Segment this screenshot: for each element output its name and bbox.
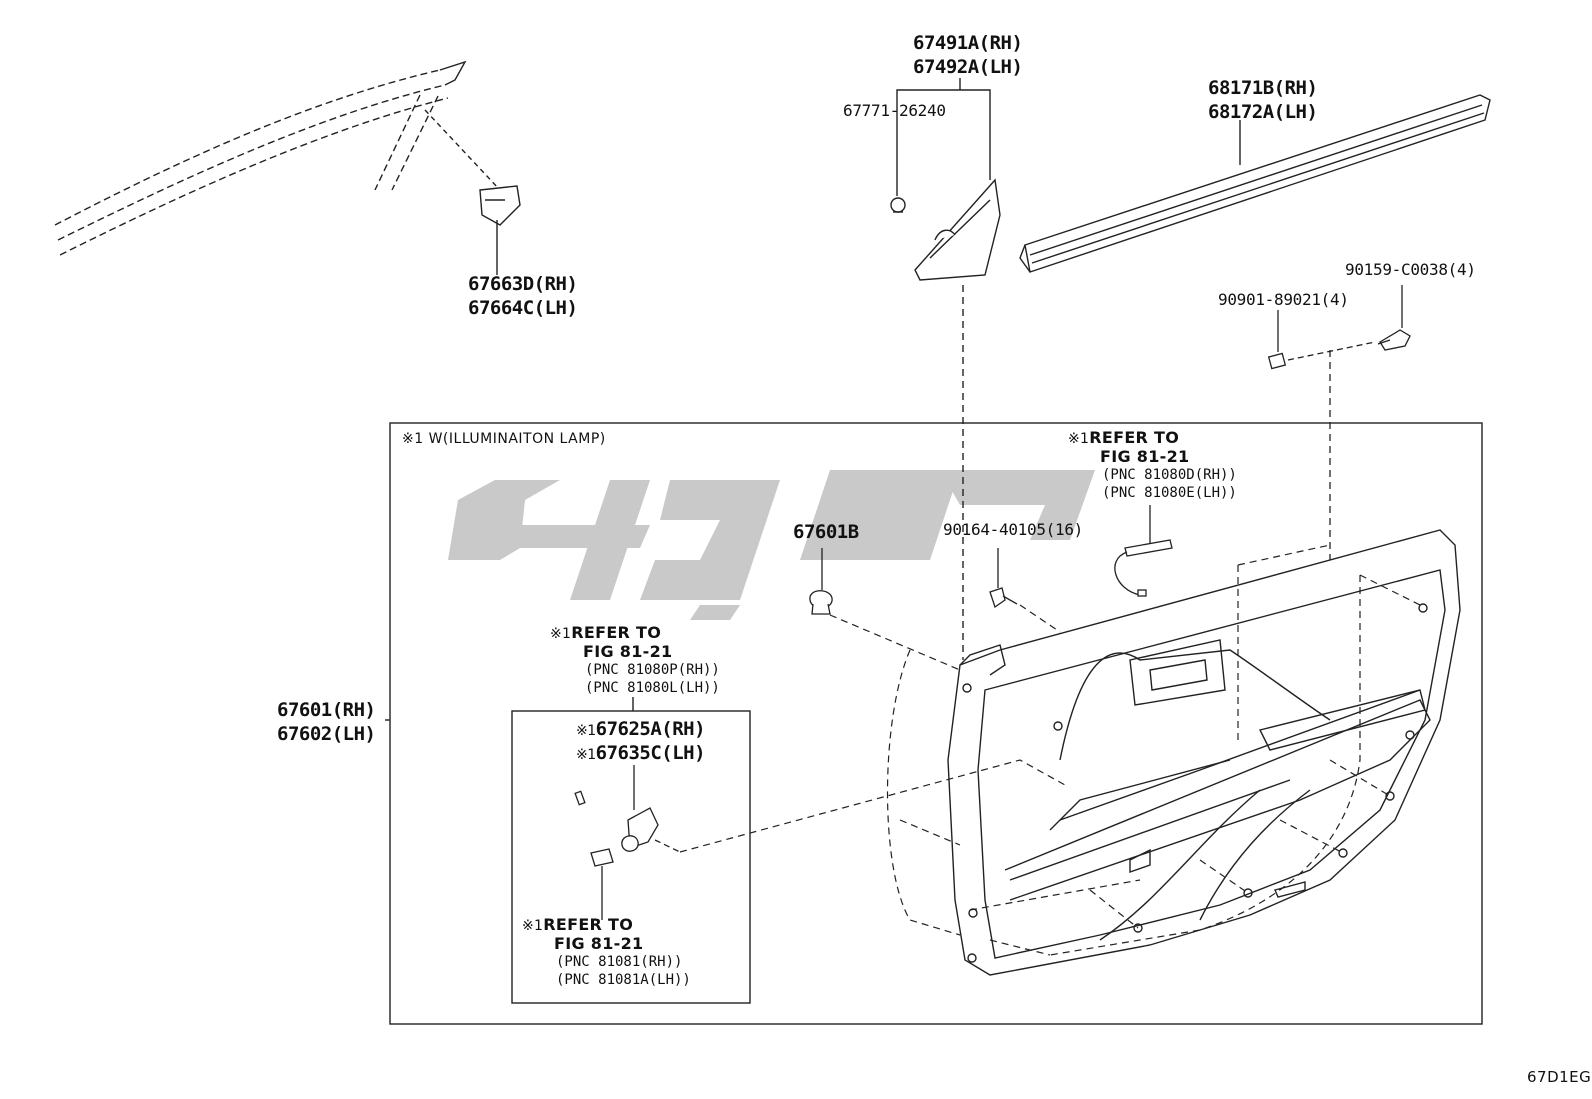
ref-left-line3: (PNC 81080P(RH)) — [585, 662, 720, 678]
roof-edge — [54, 60, 501, 256]
diagram-code: 67D1EG — [1527, 1068, 1592, 1086]
ref-top-line3: (PNC 81080D(RH)) — [1102, 467, 1237, 483]
clip-screw — [1267, 285, 1411, 780]
clip-67601b — [809, 548, 833, 615]
ref-top-line1: ※1REFER TO — [1068, 428, 1180, 447]
note-illumination: ※1 W(ILLUMINAITON LAMP) — [402, 431, 606, 447]
label-67601: 67601(RH) — [277, 699, 376, 721]
mirror-cover-67491 — [890, 78, 1001, 660]
label-67663d: 67663D(RH) — [468, 273, 578, 295]
label-68171b: 68171B(RH) — [1208, 77, 1318, 99]
lamp-harness-top — [1114, 505, 1173, 597]
label-67635c: ※167635C(LH) — [576, 742, 706, 764]
label-67491a: 67491A(RH) — [913, 32, 1023, 54]
label-90164: 90164-40105(16) — [943, 520, 1083, 539]
label-68172a: 68172A(LH) — [1208, 101, 1318, 123]
ref-bottom-line2: FIG 81-21 — [554, 934, 644, 953]
assembly-frame — [389, 422, 1483, 1025]
ref-top-line4: (PNC 81080E(LH)) — [1102, 485, 1237, 501]
ref-bottom-line3: (PNC 81081(RH)) — [556, 954, 683, 970]
ref-bottom-line1: ※1REFER TO — [522, 915, 634, 934]
belt-moulding-68171 — [1019, 94, 1491, 273]
ref-left-line1: ※1REFER TO — [550, 623, 662, 642]
lamp-subbox — [511, 710, 751, 1004]
lamp-67625 — [574, 765, 681, 920]
dashed-leaders — [679, 544, 1421, 956]
label-67771: 67771-26240 — [843, 101, 946, 120]
garnish-67663 — [479, 185, 521, 275]
screw-90164 — [989, 548, 1018, 609]
ref-bottom-line4: (PNC 81081A(LH)) — [556, 972, 691, 988]
label-67664c: 67664C(LH) — [468, 297, 578, 319]
door-trim-panel — [947, 529, 1461, 976]
label-67492a: 67492A(LH) — [913, 56, 1023, 78]
ref-left-line4: (PNC 81080L(LH)) — [585, 680, 720, 696]
label-90901: 90901-89021(4) — [1218, 290, 1349, 309]
watermark-logo — [448, 470, 1095, 620]
ref-top-line2: FIG 81-21 — [1100, 447, 1190, 466]
label-67602: 67602(LH) — [277, 723, 376, 745]
ref-left-line2: FIG 81-21 — [583, 642, 673, 661]
label-67601b: 67601B — [793, 521, 859, 543]
label-67625a: ※167625A(RH) — [576, 718, 706, 740]
label-90159: 90159-C0038(4) — [1345, 260, 1476, 279]
